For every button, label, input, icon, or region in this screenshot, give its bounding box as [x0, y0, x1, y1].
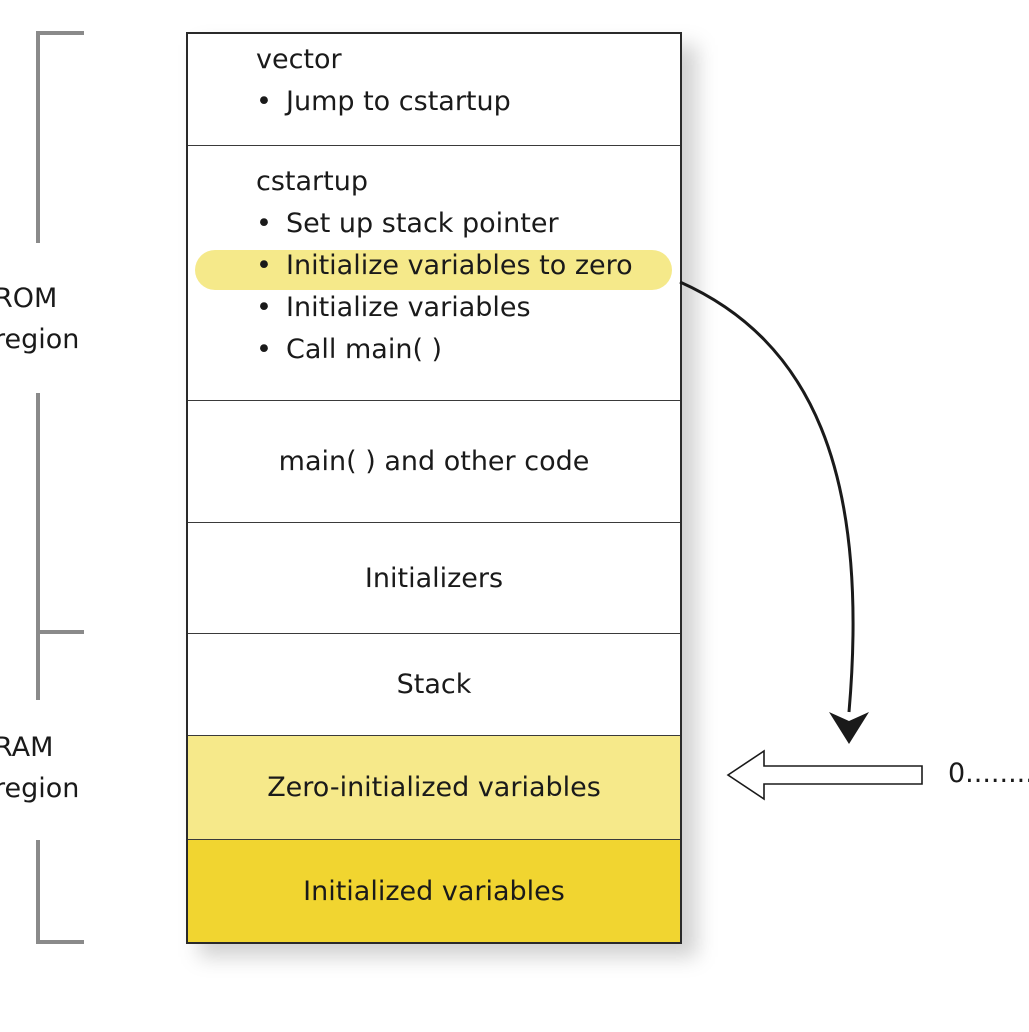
ram-label-line1: RAM — [0, 732, 54, 763]
initializers-block: Initializers — [188, 523, 680, 634]
bullet-icon: • — [256, 334, 272, 365]
vector-block: vector • Jump to cstartup — [188, 34, 680, 146]
zero-fill-value: 0......... — [948, 758, 1029, 789]
rom-label-line2: region — [0, 324, 80, 355]
cstartup-item-label: Initialize variables — [286, 292, 531, 323]
main-code-label: main( ) and other code — [278, 446, 590, 477]
main-code-block: main( ) and other code — [188, 401, 680, 523]
curved-arrow-head — [829, 712, 869, 744]
rom-label-line1: ROM — [0, 283, 58, 314]
cstartup-item-label: Call main( ) — [286, 334, 443, 365]
cstartup-item-highlighted: • Initialize variables to zero — [256, 250, 633, 281]
ram-label-line2: region — [0, 773, 80, 804]
cstartup-title: cstartup — [256, 166, 368, 197]
cstartup-item: • Call main( ) — [256, 334, 442, 365]
stack-block: Stack — [188, 634, 680, 736]
initialized-label: Initialized variables — [303, 875, 565, 907]
bullet-icon: • — [256, 208, 272, 239]
curved-arrow — [679, 280, 855, 713]
hollow-fill-arrow — [726, 749, 923, 801]
vector-item-label: Jump to cstartup — [286, 86, 511, 117]
bullet-icon: • — [256, 250, 272, 281]
vector-title: vector — [256, 44, 342, 75]
cstartup-block: cstartup • Set up stack pointer • Initiali… — [188, 146, 680, 401]
stack-label: Stack — [396, 669, 472, 700]
cstartup-item-label: Initialize variables to zero — [286, 250, 633, 281]
memory-map: vector • Jump to cstartup cstartup • Set u… — [186, 32, 682, 944]
vector-item: • Jump to cstartup — [256, 86, 511, 117]
bullet-icon: • — [256, 292, 272, 323]
cstartup-item-label: Set up stack pointer — [286, 208, 559, 239]
ram-region-label: RAM region — [0, 727, 79, 809]
zero-initialized-block: Zero-initialized variables — [188, 736, 680, 840]
initializers-label: Initializers — [364, 562, 504, 594]
zero-initialized-label: Zero-initialized variables — [267, 772, 601, 803]
cstartup-item: • Initialize variables — [256, 292, 531, 323]
cstartup-item: • Set up stack pointer — [256, 208, 559, 239]
highlight-marker — [195, 250, 672, 290]
bullet-icon: • — [256, 86, 272, 117]
rom-region-label: ROM region — [0, 278, 79, 360]
initialized-block: Initialized variables — [188, 840, 680, 942]
